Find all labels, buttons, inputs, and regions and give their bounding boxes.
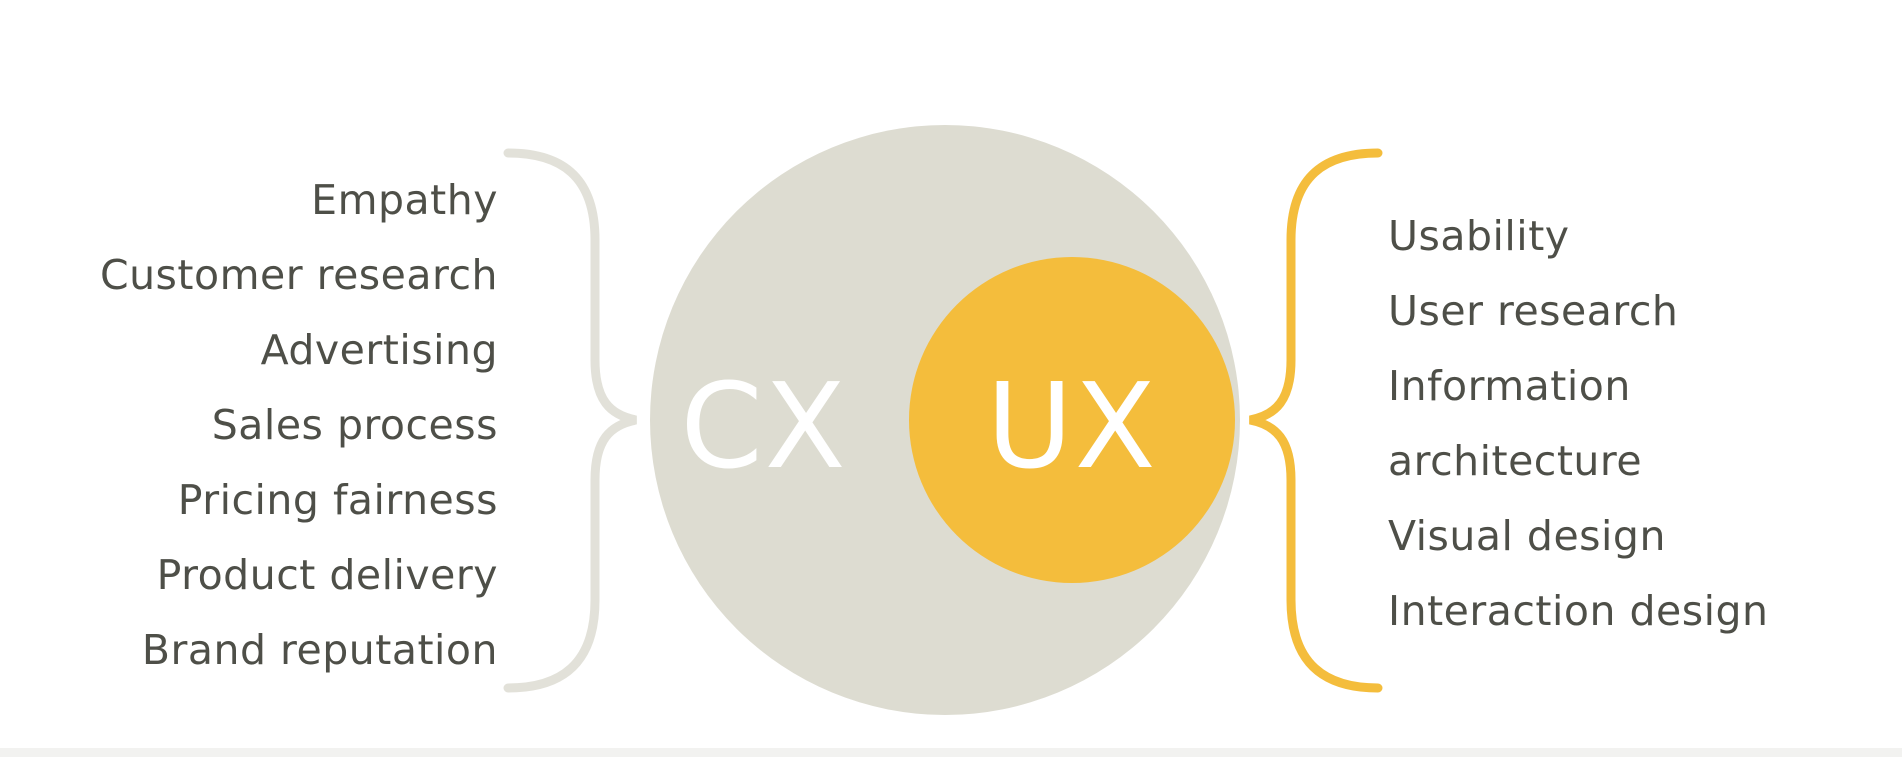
cx-list-item: Sales process <box>211 401 498 449</box>
ux-label: UX <box>986 357 1157 495</box>
ux-list: Usability User research Information arch… <box>1388 199 1768 649</box>
cx-list-item: Advertising <box>260 326 498 374</box>
cx-list-item: Customer research <box>99 251 498 299</box>
ux-list-item: Interaction design <box>1388 587 1769 635</box>
ux-list-item: architecture <box>1388 437 1643 485</box>
ux-list-item: Information <box>1388 362 1631 410</box>
ux-list-item: User research <box>1388 287 1679 335</box>
cx-list-item: Empathy <box>311 176 498 224</box>
cx-list: Empathy Customer research Advertising Sa… <box>100 163 498 688</box>
cx-label: CX <box>680 357 847 495</box>
bottom-band <box>0 748 1902 757</box>
ux-circle <box>909 257 1235 583</box>
ux-bracket <box>1249 148 1383 693</box>
cx-list-item: Product delivery <box>156 551 498 599</box>
cx-list-item: Pricing fairness <box>177 476 498 524</box>
cx-bracket <box>503 148 637 693</box>
ux-list-item: Visual design <box>1388 512 1666 560</box>
cx-list-item: Brand reputation <box>141 626 498 674</box>
ux-list-item: Usability <box>1388 212 1570 260</box>
